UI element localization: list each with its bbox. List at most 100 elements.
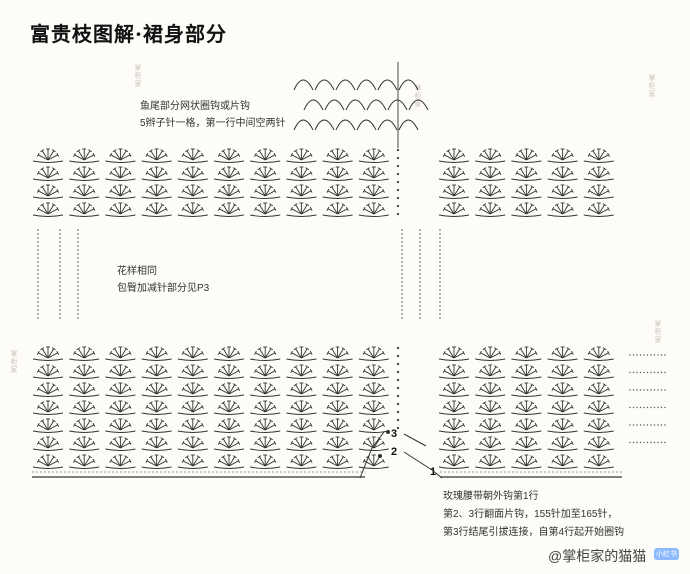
fan-stitch-icon <box>69 364 100 379</box>
fan-stitch-icon <box>438 382 470 397</box>
continuation-dot <box>439 257 441 259</box>
continuation-dot <box>77 309 79 311</box>
round-dot <box>632 371 635 374</box>
fan-stitch-icon <box>69 418 100 433</box>
continuation-dot <box>59 253 61 255</box>
fan-stitch-icon <box>69 148 100 163</box>
continuation-dot <box>419 297 421 299</box>
fan-stitch-icon <box>213 400 245 415</box>
continuation-dot <box>37 241 39 243</box>
continuation-dot <box>77 249 79 251</box>
fan-stitch-icon <box>322 202 353 217</box>
continuation-dot <box>77 301 79 303</box>
continuation-dot <box>77 289 79 291</box>
fan-stitch-icon <box>475 454 506 469</box>
continuation-dot <box>59 265 61 267</box>
chain-stitch-dot <box>396 370 400 374</box>
fan-stitch-icon <box>105 418 136 433</box>
fan-stitch-icon <box>177 382 208 397</box>
fan-stitch-icon <box>583 346 614 361</box>
fan-stitch-icon <box>141 418 172 433</box>
continuation-dot <box>401 305 403 307</box>
round-dot <box>643 371 645 374</box>
fan-stitch-icon <box>358 436 389 451</box>
continuation-dot <box>59 241 61 243</box>
round-dot <box>664 406 666 409</box>
fan-stitch-icon <box>105 166 136 181</box>
fan-stitch-icon <box>547 148 578 163</box>
chain-stitch-dot <box>396 196 400 200</box>
chain-stitch-dot <box>396 386 400 390</box>
fan-stitch-icon <box>475 346 506 361</box>
fan-stitch-icon <box>511 166 542 181</box>
round-dot <box>650 371 652 374</box>
round-dot <box>657 406 659 409</box>
round-dot <box>643 389 645 391</box>
round-dot <box>629 406 631 409</box>
fan-stitch-icon <box>141 364 172 379</box>
chain-arch-icon <box>324 99 345 111</box>
round-dot <box>650 441 652 444</box>
round-dot <box>632 441 635 444</box>
continuation-dot <box>37 265 39 267</box>
continuation-dot <box>77 273 79 275</box>
continuation-dot <box>77 293 79 295</box>
fan-stitch-icon <box>438 454 470 469</box>
continuation-dot <box>59 229 61 231</box>
continuation-dot <box>37 317 39 319</box>
continuation-dot <box>59 257 61 259</box>
row-start-stroke <box>403 433 427 447</box>
fan-stitch-icon <box>583 418 614 433</box>
continuation-dot <box>439 241 441 243</box>
round-dot <box>646 371 649 374</box>
fan-stitch-icon <box>583 202 614 217</box>
round-dot <box>650 424 652 426</box>
fan-stitch-icon <box>322 436 353 451</box>
continuation-dot <box>419 309 421 311</box>
continuation-dot <box>419 293 421 295</box>
continuation-dot <box>37 305 39 307</box>
fan-stitch-icon <box>69 184 100 199</box>
continuation-dot <box>401 233 403 235</box>
continuation-dot <box>77 285 79 287</box>
chain-stitch-dot <box>396 426 400 430</box>
continuation-dot <box>419 277 421 279</box>
chain-arch-icon <box>398 119 419 131</box>
continuation-dot <box>77 257 79 259</box>
fan-stitch-icon <box>141 454 172 469</box>
continuation-dot <box>439 237 441 239</box>
continuation-dot <box>439 305 441 307</box>
round-dot <box>629 441 631 444</box>
continuation-dot <box>37 249 39 251</box>
continuation-dot <box>401 261 403 263</box>
round-dot <box>636 389 638 391</box>
round-dot <box>660 406 663 409</box>
fan-stitch-icon <box>511 400 542 415</box>
continuation-dot <box>37 229 39 231</box>
fan-stitch-icon <box>511 364 542 379</box>
round-dot <box>636 371 638 374</box>
round-dot <box>646 424 649 426</box>
chain-arch-icon <box>366 99 387 111</box>
continuation-dot <box>401 301 403 303</box>
row-marker-1: 1 <box>430 466 437 478</box>
fan-stitch-icon <box>475 364 506 379</box>
fan-stitch-icon <box>250 148 281 163</box>
continuation-dot <box>77 313 79 315</box>
fan-stitch-icon <box>286 166 317 181</box>
note-fishtail: 鱼尾部分网状圈钩或片钩 5辫子针一格，第一行中间空两针 <box>140 98 286 132</box>
round-dot <box>629 354 631 356</box>
row-start-dot <box>378 454 382 458</box>
fan-stitch-icon <box>438 166 470 181</box>
round-dot <box>660 441 663 444</box>
fan-stitch-icon <box>69 166 100 181</box>
fan-stitch-icon <box>358 400 389 415</box>
note-waistband: 玫瑰腰带朝外钩第1行 第2、3行翻面片钩，155针加至165针， 第3行结尾引拔… <box>443 488 624 542</box>
round-dot <box>653 371 656 374</box>
fan-stitch-icon <box>141 148 172 163</box>
continuation-dot <box>419 305 421 307</box>
seal-stamp: 掌柜家 <box>10 350 17 374</box>
fan-stitch-icon <box>213 418 245 433</box>
row-start-dot <box>386 430 390 434</box>
continuation-dot <box>419 289 421 291</box>
